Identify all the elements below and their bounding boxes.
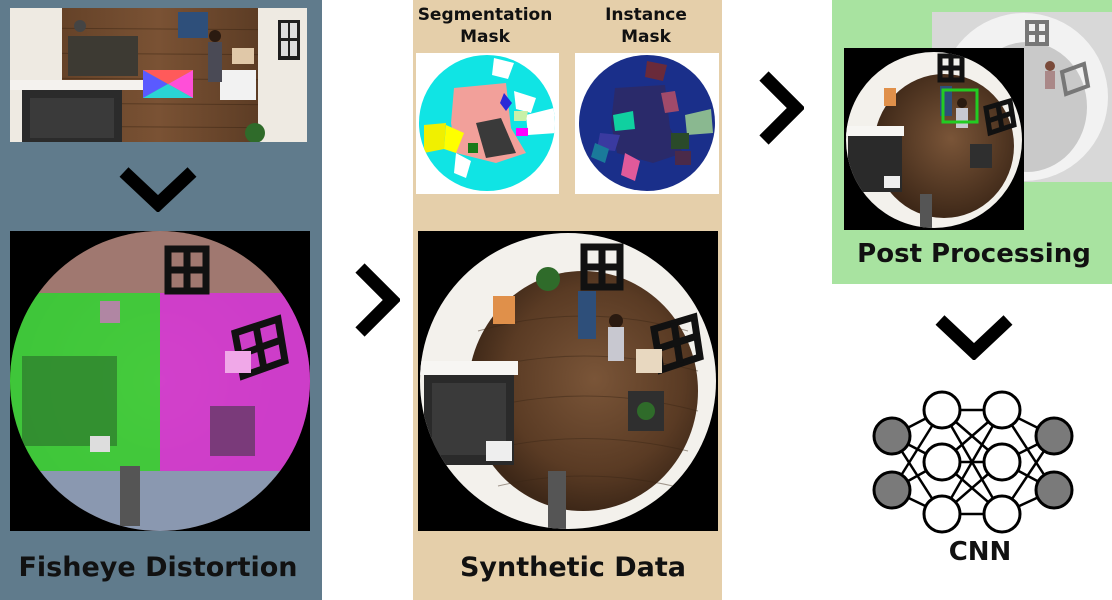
- post-processing-caption: Post Processing: [857, 239, 1091, 269]
- fisheye-distortion-caption: Fisheye Distortion: [18, 552, 298, 583]
- cnn-caption: CNN: [948, 537, 1012, 567]
- segmentation-mask-title: Segmentation Mask: [415, 4, 555, 48]
- instance-mask-title: Instance Mask: [575, 4, 717, 48]
- post-processing-image: [844, 48, 1024, 230]
- synthetic-fisheye-image: [418, 231, 718, 531]
- chevron-down-icon: [116, 164, 200, 212]
- chevron-down-icon-2: [932, 312, 1016, 360]
- fisheye-distortion-image: [10, 231, 310, 531]
- chevron-right-icon-2: [756, 70, 804, 146]
- chevron-right-icon: [352, 262, 400, 338]
- instance-title-line1: Instance: [605, 5, 687, 25]
- room-render-image: [10, 8, 307, 142]
- instance-title-line2: Mask: [621, 27, 671, 47]
- instance-mask-image: [575, 53, 719, 194]
- segmentation-title-line2: Mask: [460, 27, 510, 47]
- neural-network-icon: [870, 390, 1076, 540]
- segmentation-mask-image: [416, 53, 559, 194]
- segmentation-title-line1: Segmentation: [417, 5, 553, 25]
- synthetic-data-caption: Synthetic Data: [459, 552, 687, 583]
